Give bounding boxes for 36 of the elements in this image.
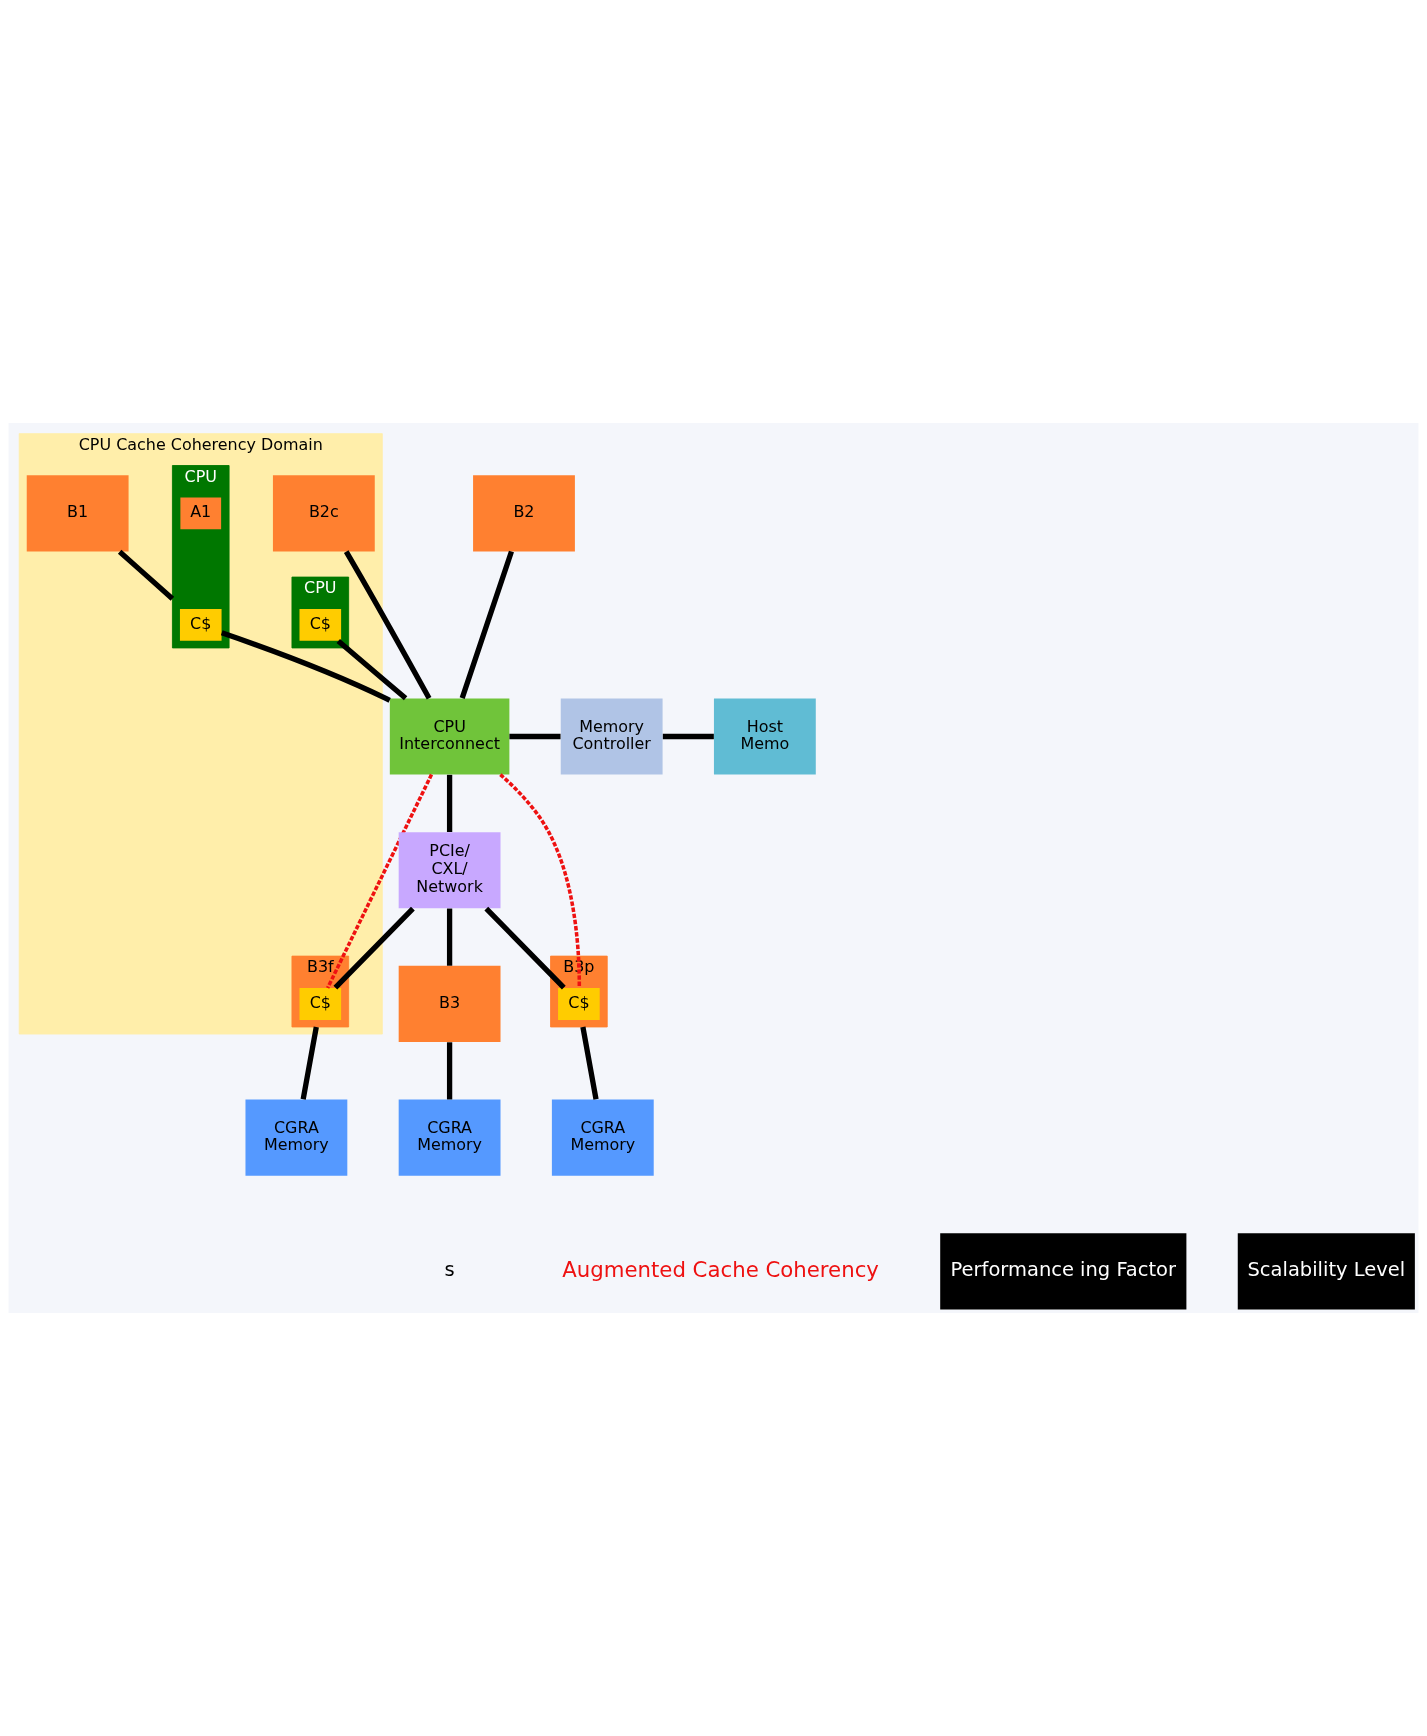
node-box: C$ [558, 988, 600, 1020]
connector [333, 906, 415, 990]
node-box: Memory Controller [560, 698, 663, 775]
node-box: Host Memo [713, 698, 816, 775]
node-box: C$ [299, 608, 342, 641]
connector [343, 550, 432, 700]
connector [509, 733, 561, 740]
node-box: C$ [179, 608, 222, 641]
node-box: CGRA Memory [245, 1099, 348, 1176]
connector [446, 774, 453, 832]
label: Performance ing Factor [950, 1258, 1177, 1282]
connector [580, 1026, 599, 1100]
node-box: A1 [180, 497, 222, 530]
node-box: B1 [26, 475, 129, 552]
node-box: CPU Interconnect [389, 698, 510, 775]
label: Augmented Cache Coherency [562, 1256, 879, 1282]
label: Scalability Level [1247, 1258, 1406, 1282]
connector [662, 733, 714, 740]
node-box: C$ [299, 988, 342, 1020]
connector [336, 639, 408, 701]
connector [326, 773, 434, 989]
node-box: B2 [473, 475, 575, 552]
connector [446, 908, 453, 966]
node-box: B2c [272, 475, 375, 552]
label: s [444, 1258, 455, 1282]
connector [484, 906, 566, 990]
connector [446, 1042, 453, 1100]
connector [220, 630, 391, 703]
node-box: CGRA Memory [398, 1099, 501, 1176]
node-box: PCIe/ CXL/ Network [398, 832, 501, 909]
connector [459, 550, 514, 699]
node-box: CGRA Memory [551, 1099, 654, 1176]
connector [499, 773, 582, 988]
connector [117, 549, 175, 601]
node-box: B3 [398, 965, 501, 1042]
connector [300, 1026, 319, 1100]
